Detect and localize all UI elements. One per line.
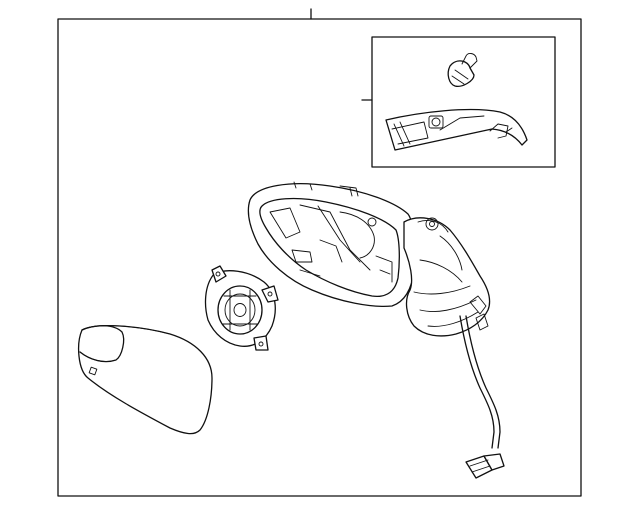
bulb-part (447, 53, 478, 87)
diagram-frame (57, 18, 582, 497)
mirror-motor-part (204, 265, 279, 351)
inset-frame (371, 36, 556, 168)
bulb-and-lamp-inset (361, 36, 556, 168)
signal-lamp-part (385, 108, 528, 151)
mirror-housing-part (247, 181, 491, 337)
mirror-glass-part (77, 324, 213, 435)
wiring-harness-part (459, 315, 505, 479)
